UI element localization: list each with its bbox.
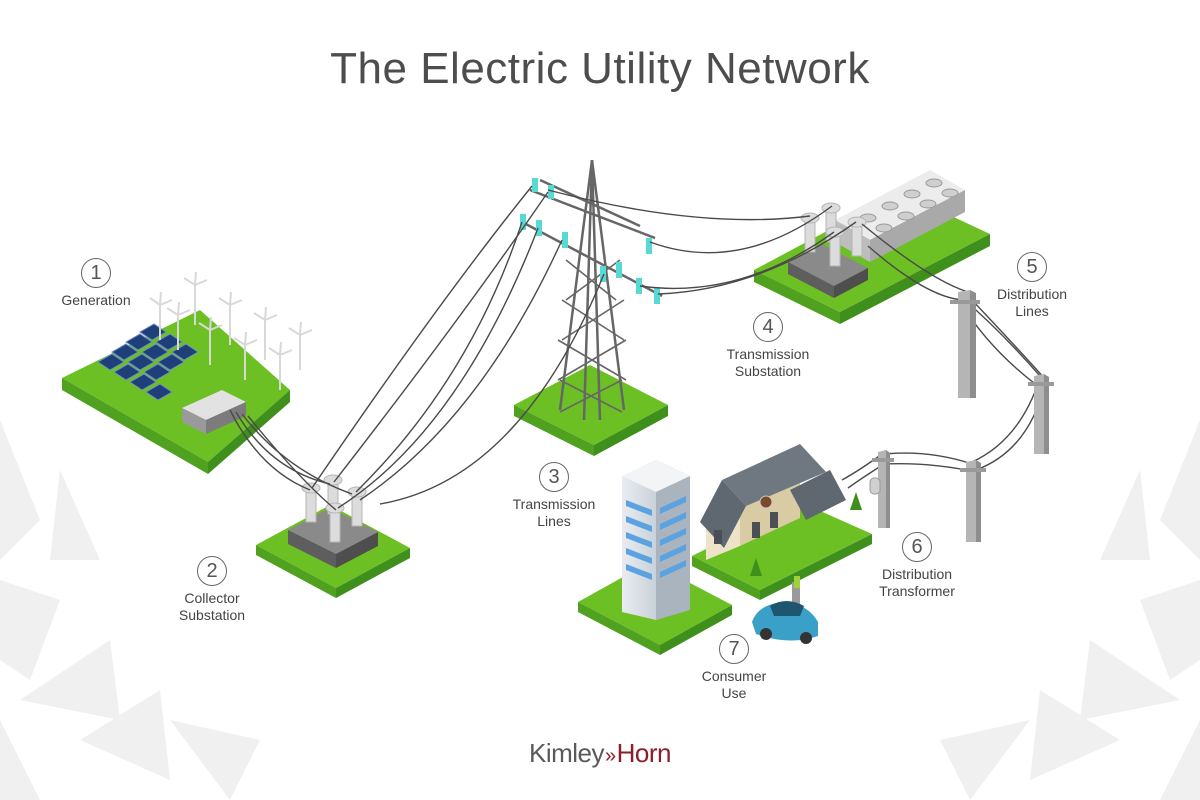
- power-lines: [229, 185, 1047, 511]
- step-label: Generation: [61, 292, 131, 308]
- transmission-tower: [521, 159, 663, 421]
- logo-right: Horn: [616, 738, 672, 768]
- collector-substation: [256, 474, 410, 598]
- step-number: 4: [753, 312, 783, 342]
- step-distribution-transformer: 6 Distribution Transformer: [862, 532, 972, 600]
- diagram-title: The Electric Utility Network: [330, 44, 870, 93]
- wind-turbines: [149, 271, 313, 390]
- office-site: [578, 460, 732, 655]
- step-number: 7: [719, 634, 749, 664]
- step-label: Transmission Substation: [726, 346, 810, 379]
- logo-left: Kimley: [529, 738, 605, 768]
- background-shapes: [0, 420, 1200, 800]
- step-label: Distribution Transformer: [879, 566, 955, 599]
- step-number: 5: [1017, 252, 1047, 282]
- step-label: Collector Substation: [178, 590, 246, 623]
- kimley-horn-logo: Kimley»Horn: [0, 738, 1200, 769]
- step-generation: 1 Generation: [44, 258, 148, 309]
- step-distribution-lines: 5 Distribution Lines: [980, 252, 1084, 320]
- logo-arrows-icon: »: [605, 745, 616, 767]
- step-number: 1: [81, 258, 111, 288]
- step-number: 3: [539, 462, 569, 492]
- electric-vehicle: [752, 576, 818, 644]
- utility-poles: [869, 290, 1054, 542]
- house-site: [692, 444, 872, 600]
- step-number: 6: [902, 532, 932, 562]
- step-label: Distribution Lines: [996, 286, 1068, 319]
- step-label: Consumer Use: [701, 668, 767, 701]
- step-transmission-substation: 4 Transmission Substation: [712, 312, 824, 380]
- step-transmission-lines: 3 Transmission Lines: [498, 462, 610, 530]
- step-consumer-use: 7 Consumer Use: [682, 634, 786, 702]
- step-collector-substation: 2 Collector Substation: [160, 556, 264, 624]
- inverter-box: [182, 390, 246, 434]
- step-number: 2: [197, 556, 227, 586]
- tower-insulators: [520, 178, 660, 304]
- distribution-transformer: [869, 477, 881, 495]
- solar-panel-array: [97, 323, 199, 401]
- step-label: Transmission Lines: [512, 496, 596, 529]
- tower-base: [514, 365, 668, 456]
- transmission-substation: [754, 170, 990, 324]
